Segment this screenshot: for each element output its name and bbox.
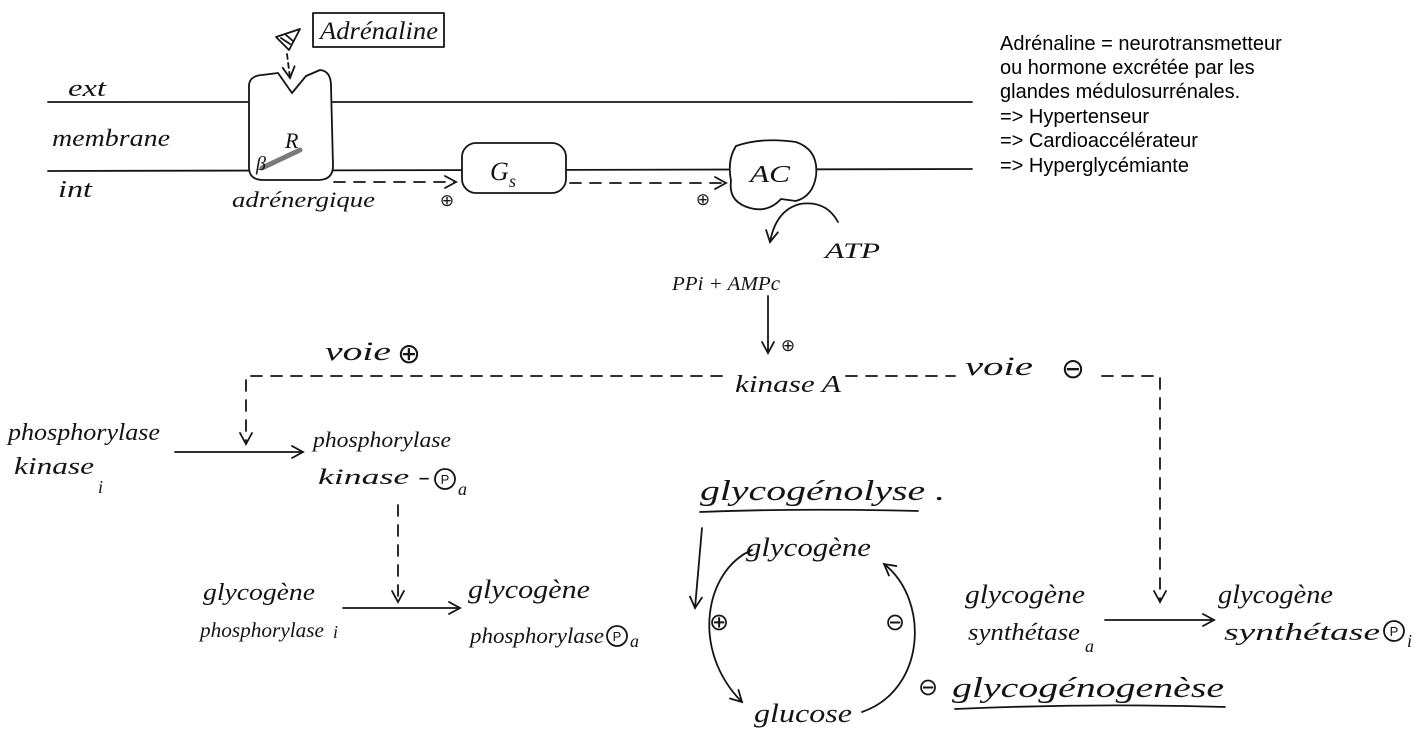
glycogenolyse-pointer-arrow [689, 527, 703, 610]
phosphorylase-kinase-a-subscript: a [458, 479, 467, 499]
kinase-a-label: kinase A [735, 372, 841, 398]
membrane-label: membrane [52, 126, 170, 152]
voie-minus-sign: ⊖ [1061, 352, 1084, 385]
adrenaline-ligand-icon [275, 28, 301, 51]
adenylate-cyclase-shape [728, 139, 818, 211]
glucose-to-glycogene-arc [861, 562, 916, 713]
voie-plus-sign: ⊕ [397, 337, 420, 370]
ppi-ampc-label: PPi + AMPc [671, 273, 780, 295]
glycogene-phosphorylase-i-subscript: i [333, 622, 338, 642]
receptor-shading [259, 147, 303, 171]
glycogenolyse-label: glycogénolyse . [700, 476, 945, 507]
phosphorylase-kinase-a-line2: kinase - [318, 464, 430, 489]
voie-positive-label: voie [325, 337, 391, 366]
glycogenogenese-label: glycogénogenèse [952, 673, 1224, 704]
phosphate-circle-icon [606, 625, 628, 647]
legend-line: glandes médulosurrénales. [1000, 81, 1240, 103]
voie-negative-label: voie [965, 352, 1033, 381]
receptor-letter-r: R [284, 128, 299, 153]
glycogene-synthetase-i-subscript: i [1407, 631, 1412, 651]
phosphate-letter: P [441, 472, 450, 487]
glycogene-phosphorylase-i-line1: glycogène [203, 580, 315, 606]
phosphorylase-kinase-i-line1: phosphorylase [6, 420, 161, 446]
glycogenogenese-underline [954, 704, 1226, 710]
gs-protein-box [461, 142, 567, 194]
int-label: int [58, 177, 94, 203]
phosphorylase-kinase-i-subscript: i [98, 477, 103, 497]
glycogene-phosphorylase-i-line2: phosphorylase [198, 618, 324, 642]
phosphate-letter: P [1390, 624, 1399, 639]
cycle-glucose-label: glucose [754, 699, 852, 728]
adrenaline-label-box [312, 12, 445, 48]
glycogene-synthetase-i-line2: synthétase [1224, 620, 1381, 646]
glycogene-synthetase-i-line1: glycogène [1218, 580, 1333, 609]
legend-background [990, 24, 1324, 190]
atp-label: ATP [822, 238, 880, 263]
glycogenolyse-underline [699, 508, 919, 513]
glycogene-phosphorylase-a-subscript: a [630, 631, 639, 651]
gs-subscript: s [509, 171, 516, 191]
atp-conversion-arrow [765, 202, 839, 244]
legend-line: => Hypertenseur [1000, 106, 1149, 128]
positive-pathway-dashed-arrow [239, 375, 723, 446]
phosphorylase-kinase-i-line2: kinase [14, 454, 94, 480]
receptor-caption: adrénergique [232, 187, 375, 212]
glycogenogenese-minus-sign: ⊖ [918, 673, 938, 701]
glycogene-synthetase-a-line2: synthétase [968, 620, 1080, 646]
phosphate-circle-icon [1383, 620, 1405, 642]
gs-letter: G [490, 157, 509, 186]
adrenaline-label: Adrénaline [318, 18, 438, 45]
ligand-hatch [280, 37, 291, 45]
legend-line: => Hyperglycémiante [1000, 155, 1189, 177]
legend-line: => Cardioaccélérateur [1000, 130, 1198, 152]
receptor-letter-beta: β [255, 153, 266, 175]
activation-plus-sign: ⊕ [440, 191, 454, 211]
ext-label: ext [68, 76, 108, 102]
glycogene-synthetase-a-subscript: a [1085, 636, 1094, 656]
phosphorylase-kinase-a-line1: phosphorylase [311, 427, 451, 452]
glycogene-phosphorylase-a-line2: phosphorylase [468, 623, 604, 648]
cycle-glycogene-label: glycogène [746, 533, 871, 562]
cycle-minus-sign: ⊖ [885, 608, 905, 636]
glycogene-to-glucose-arc [708, 549, 753, 704]
activation-plus-sign: ⊕ [781, 336, 795, 356]
adrenergic-receptor [248, 69, 334, 181]
glycogene-synthetase-a-line1: glycogène [965, 580, 1085, 609]
cycle-plus-sign: ⊕ [709, 608, 729, 636]
phosphate-letter: P [613, 629, 622, 644]
legend-line: ou hormone excrétée par les [1000, 57, 1255, 79]
ligand-hatch [285, 34, 294, 42]
phosphate-circle-icon [434, 468, 456, 490]
negative-pathway-dashed-arrow [1101, 375, 1167, 604]
ac-label: AC [747, 162, 791, 188]
legend-box: Adrénaline = neurotransmetteur ou hormon… [990, 24, 1324, 190]
legend-line: Adrénaline = neurotransmetteur [1000, 33, 1282, 55]
activation-plus-sign: ⊕ [696, 190, 710, 210]
ligand-binding-arrow [281, 53, 296, 80]
glycogene-phosphorylase-a-line1: glycogène [468, 575, 590, 604]
